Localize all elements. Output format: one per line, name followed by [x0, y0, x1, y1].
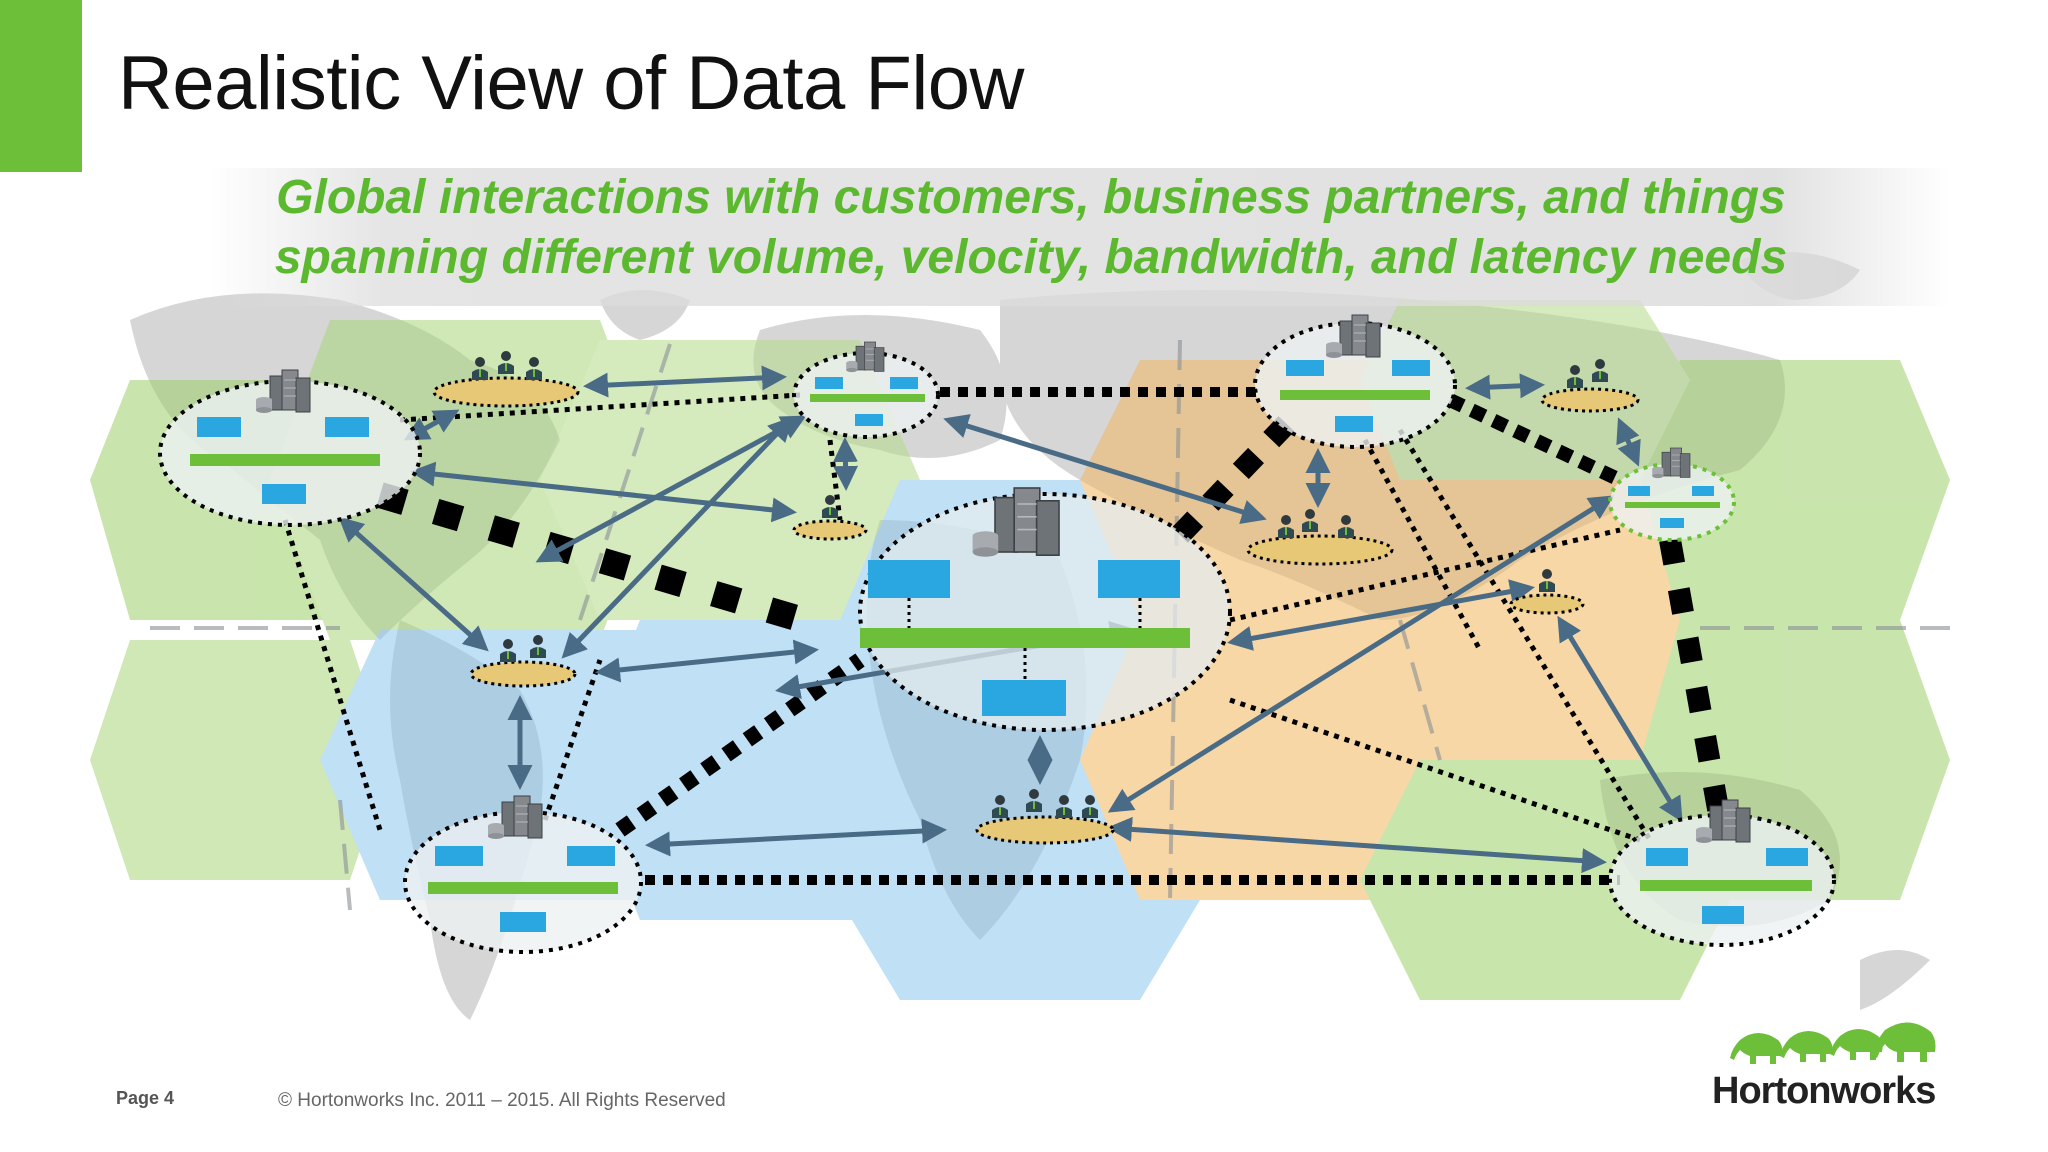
page-number: Page 4 [116, 1088, 174, 1109]
subtitle-line-2: spanning different volume, velocity, ban… [274, 231, 1788, 284]
title-accent-bar [0, 0, 82, 172]
page-label: Page [116, 1088, 160, 1108]
subtitle-band [210, 168, 1950, 306]
node-japan [1608, 447, 1736, 542]
users-east-asia [1540, 359, 1640, 413]
page-number-value: 4 [164, 1088, 175, 1108]
users-africa [975, 789, 1115, 845]
node-asia-north [1253, 314, 1457, 449]
node-europe-west [792, 341, 940, 439]
hortonworks-elephants-logo [1730, 1022, 1936, 1064]
users-middle-east [1246, 509, 1394, 566]
flow-arrows [338, 365, 1683, 874]
users-southeast-asia [1509, 569, 1585, 615]
page-title: Realistic View of Data Flow [118, 41, 1024, 126]
users-north-atlantic [792, 495, 868, 541]
users-central-america [469, 635, 577, 688]
hortonworks-wordmark: Hortonworks [1712, 1070, 1936, 1112]
central-data-hub [858, 487, 1232, 732]
node-south-america [403, 795, 643, 954]
copyright-notice: © Hortonworks Inc. 2011 – 2015. All Righ… [278, 1090, 726, 1111]
subtitle: Global interactions with customers, busi… [216, 168, 1846, 288]
users-north-america-east [432, 351, 580, 408]
node-north-america [158, 369, 422, 527]
subtitle-line-1: Global interactions with customers, busi… [276, 171, 1786, 224]
node-australia [1608, 799, 1836, 947]
